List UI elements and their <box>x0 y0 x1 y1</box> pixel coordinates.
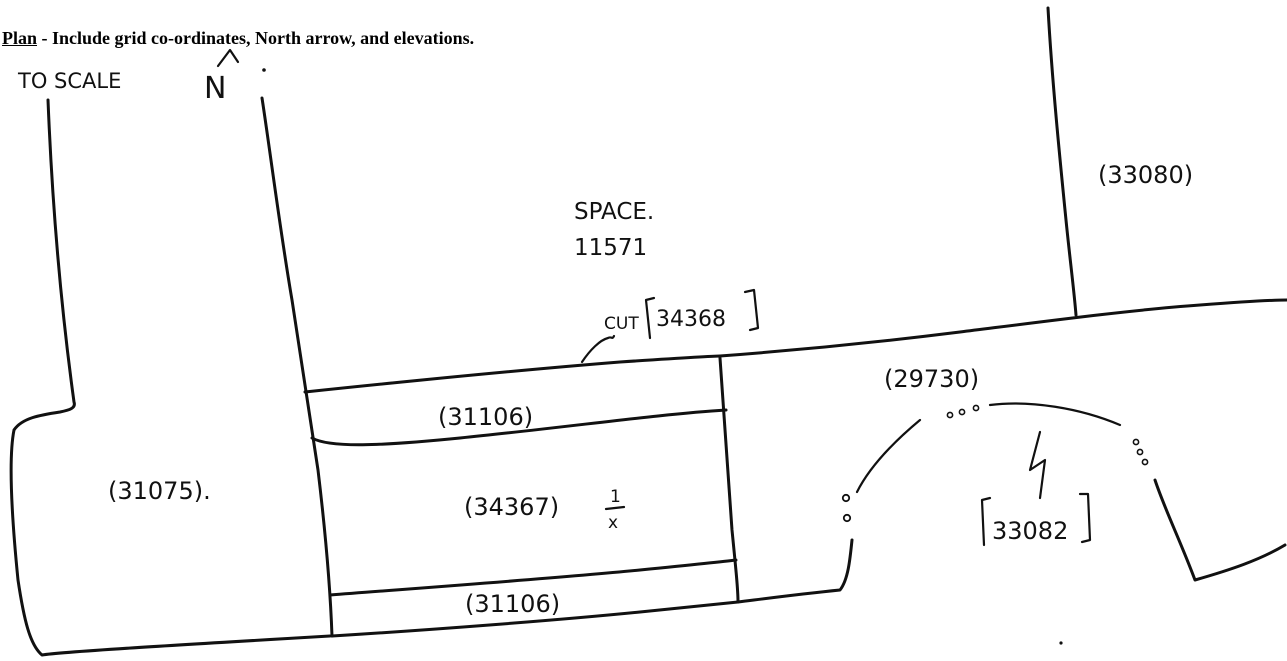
road-west-edge <box>260 96 334 638</box>
cut-ref: 34368 <box>656 307 726 332</box>
space-label: SPACE. <box>574 199 654 225</box>
curved-boundary-east <box>988 402 1122 427</box>
space-number: 11571 <box>574 235 647 261</box>
scale-note: TO SCALE <box>17 69 121 93</box>
fraction-numerator: 1 <box>610 487 621 507</box>
ref-31106-south: (31106) <box>465 590 560 618</box>
north-label: N <box>204 71 226 106</box>
ref-33082-bracket <box>980 492 1092 547</box>
plan-title: Plan <box>2 28 38 48</box>
strips-east-edge <box>718 356 740 604</box>
parcel-31075-outline <box>9 98 332 657</box>
leader-cut <box>580 334 616 364</box>
cut-line <box>303 354 722 394</box>
north-boundary <box>718 298 1287 358</box>
ref-33080: (33080) <box>1098 161 1193 189</box>
cut-ref-bracket <box>644 288 760 340</box>
ref-33082: 33082 <box>992 517 1068 545</box>
parcel-29730-outline <box>736 538 854 604</box>
north-arrow-icon <box>216 48 240 68</box>
ref-29730: (29730) <box>884 365 979 393</box>
plan-instructions: - Include grid co-ordinates, North arrow… <box>37 28 475 48</box>
plan-heading: Plan - Include grid co-ordinates, North … <box>2 27 474 49</box>
fraction-bar <box>604 505 626 511</box>
ref-31106-north: (31106) <box>438 403 533 431</box>
parcel-29730-east-edge <box>1153 478 1287 582</box>
parcel-34367-south-edge <box>328 558 738 597</box>
ref-34367: (34367) <box>464 493 559 521</box>
cut-label: CUT <box>604 314 639 334</box>
leader-33082 <box>1028 430 1047 500</box>
fraction-denominator: x <box>608 513 618 533</box>
strip-31106-south-lower-edge <box>330 600 740 638</box>
curved-boundary-west <box>855 418 922 494</box>
ref-31075: (31075). <box>108 477 211 505</box>
survey-marker-dots <box>841 404 1149 645</box>
strip-31106-north-lower-edge <box>310 408 728 447</box>
north-arrow-dot <box>262 68 266 72</box>
parcel-33080-boundary <box>1046 6 1078 317</box>
